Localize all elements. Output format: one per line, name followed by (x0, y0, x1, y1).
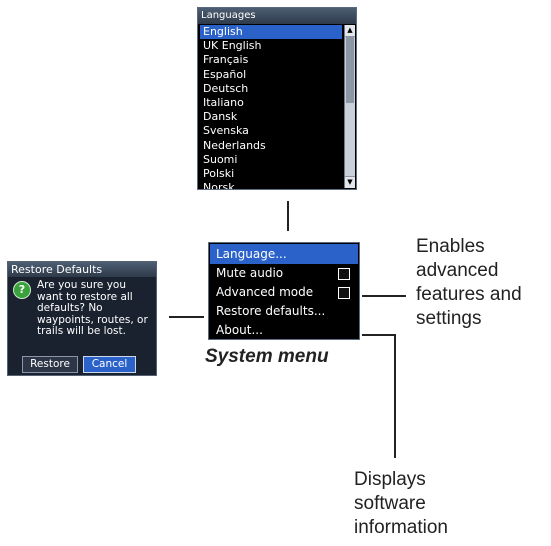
language-item-dansk[interactable]: Dansk (203, 110, 238, 124)
scroll-down-arrow-icon[interactable]: ▼ (345, 176, 355, 188)
languages-scrollbar[interactable]: ▲ ▼ (344, 25, 355, 188)
advanced-mode-checkbox[interactable] (338, 287, 350, 299)
connector-line-languages (287, 201, 289, 231)
language-item-norsk[interactable]: Norsk (203, 181, 235, 190)
question-icon: ? (13, 281, 31, 299)
menu-item-advanced-mode-label: Advanced mode (216, 285, 314, 299)
scroll-up-arrow-icon[interactable]: ▲ (345, 25, 355, 37)
restore-button[interactable]: Restore (22, 356, 78, 373)
languages-list-panel: Languages English UK English Français Es… (197, 7, 357, 190)
menu-item-restore-defaults[interactable]: Restore defaults... (216, 304, 326, 318)
system-menu-panel: Language... Mute audio Advanced mode Res… (208, 242, 360, 340)
dialog-title: Restore Defaults (8, 262, 156, 277)
menu-item-mute-audio-label: Mute audio (216, 266, 284, 280)
menu-item-mute-audio[interactable]: Mute audio (210, 263, 358, 283)
system-menu-caption: System menu (205, 346, 329, 367)
dialog-message: Are you sure you want to restore all def… (37, 279, 148, 337)
language-item-svenska[interactable]: Svenska (203, 124, 249, 138)
connector-line-restore (169, 316, 204, 318)
language-item-uk-english[interactable]: UK English (203, 39, 262, 53)
language-item-espanol[interactable]: Español (203, 67, 247, 81)
scrollbar-thumb[interactable] (346, 37, 354, 103)
languages-title: Languages (198, 8, 356, 24)
language-item-suomi[interactable]: Suomi (203, 152, 238, 166)
connector-line-advanced (362, 295, 406, 297)
connector-line-about-vertical (394, 334, 396, 458)
menu-item-about[interactable]: About... (216, 323, 263, 337)
language-item-italiano[interactable]: Italiano (203, 95, 244, 109)
language-item-deutsch[interactable]: Deutsch (203, 81, 249, 95)
language-item-polski[interactable]: Polski (203, 166, 235, 180)
languages-list: English UK English Français Español Deut… (200, 25, 342, 190)
about-callout: Displays software information (354, 469, 448, 538)
language-item-english[interactable]: English (200, 25, 342, 40)
language-item-francais[interactable]: Français (203, 53, 249, 67)
menu-item-language[interactable]: Language... (210, 244, 358, 264)
mute-audio-checkbox[interactable] (338, 268, 350, 280)
cancel-button[interactable]: Cancel (83, 356, 136, 373)
menu-item-advanced-mode[interactable]: Advanced mode (210, 282, 358, 302)
language-item-nederlands[interactable]: Nederlands (203, 138, 266, 152)
restore-defaults-dialog: Restore Defaults ? Are you sure you want… (7, 261, 157, 376)
advanced-mode-callout: Enables advanced features and settings (416, 236, 522, 329)
connector-line-about-horizontal (362, 334, 396, 336)
